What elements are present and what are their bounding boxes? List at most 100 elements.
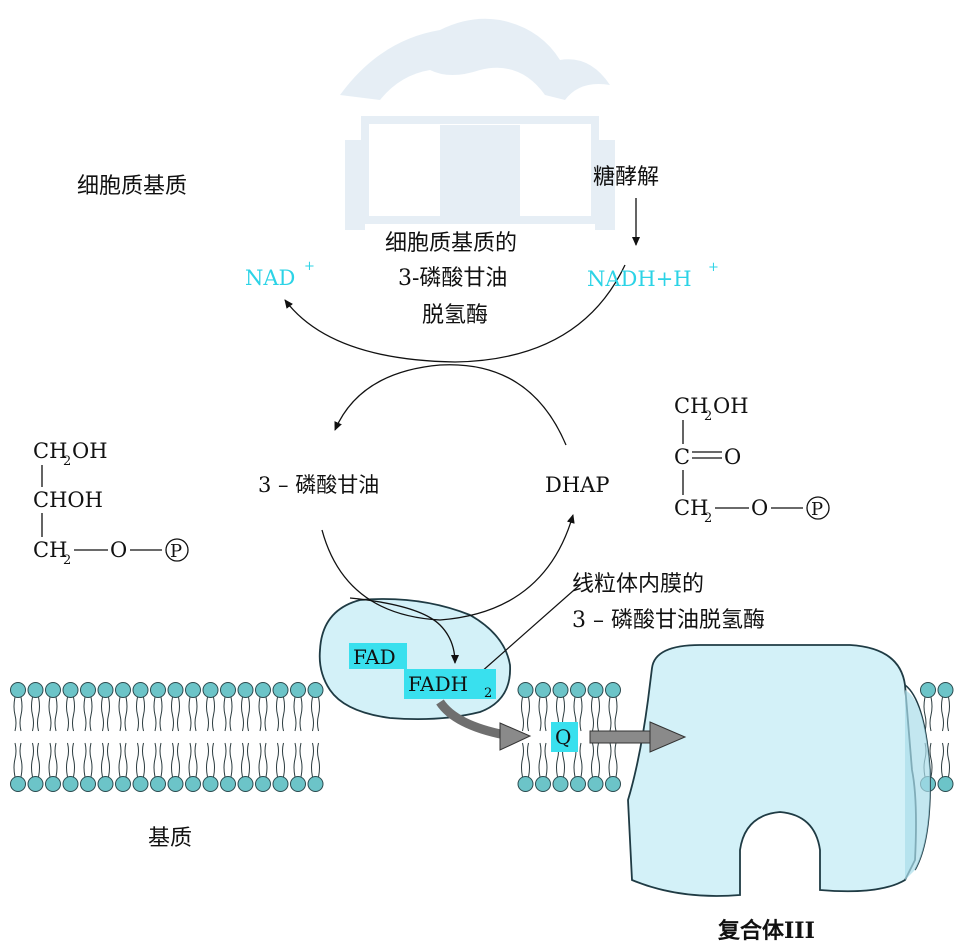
- lipid-head-outer: [290, 682, 306, 698]
- lipid-head-inner: [80, 776, 96, 792]
- lipid-tail-inner: [206, 742, 215, 778]
- lipid-tail-inner: [48, 742, 58, 778]
- nadh-superscript: +: [708, 260, 719, 275]
- lipid-head-outer: [255, 682, 271, 698]
- lipid-tail-inner: [153, 742, 163, 778]
- lipid-head-inner: [10, 776, 26, 792]
- lipid-tail-outer: [31, 696, 40, 732]
- lipid-head-outer: [167, 682, 184, 698]
- lipid-head-inner: [307, 776, 324, 792]
- lipid-tail-inner: [223, 742, 233, 778]
- complex-iii-protein: [627, 644, 931, 897]
- lipid-head-inner: [62, 776, 79, 792]
- lipid-head-inner: [290, 776, 306, 792]
- g3p-oxygen: O: [110, 538, 127, 562]
- lipid-tail-outer: [521, 696, 530, 732]
- lipid-head-inner: [132, 776, 149, 792]
- cyto-enzyme-label-1: 细胞质基质的: [385, 231, 517, 256]
- dhap-ch2oh-sub: 2: [704, 409, 712, 424]
- g3p-name-label: 3 – 磷酸甘油: [258, 473, 379, 497]
- lipid-head-outer: [552, 682, 569, 698]
- lipid-head-inner: [185, 776, 201, 792]
- lipid-tail-outer: [101, 696, 110, 732]
- lipid-tail-inner: [241, 742, 250, 778]
- lipid-tail-outer: [153, 696, 163, 732]
- lipid-head-outer: [307, 682, 324, 698]
- lipid-tail-outer: [83, 696, 93, 732]
- lipid-tail-outer: [13, 696, 23, 732]
- lipid-head-outer: [937, 682, 954, 698]
- lipid-tail-inner: [188, 742, 198, 778]
- lipid-head-inner: [605, 776, 621, 792]
- lipid-tail-inner: [118, 742, 128, 778]
- fadh2-subscript: 2: [484, 686, 492, 701]
- matrix-label: 基质: [148, 826, 192, 851]
- lipid-tail-inner: [591, 742, 600, 778]
- lipid-head-outer: [62, 682, 79, 698]
- dhap-ch2-ch: CH: [674, 496, 708, 520]
- lipid-head-outer: [220, 682, 236, 698]
- lipid-tail-inner: [293, 742, 303, 778]
- lipid-head-outer: [920, 682, 936, 698]
- cytosol-label: 细胞质基质: [77, 174, 187, 199]
- lipid-head-outer: [605, 682, 621, 698]
- fad-label: FAD: [353, 645, 396, 669]
- lipid-tail-inner: [608, 742, 618, 778]
- lipid-tail-outer: [923, 696, 933, 732]
- lipid-tail-inner: [66, 742, 75, 778]
- ubiquinone-label: Q: [555, 725, 571, 749]
- lipid-tail-inner: [13, 742, 23, 778]
- dhap-ch2oh-ch: CH: [674, 394, 708, 418]
- lipid-head-inner: [237, 776, 254, 792]
- lipid-head-outer: [185, 682, 201, 698]
- lipid-head-inner: [150, 776, 166, 792]
- nad-superscript: +: [304, 259, 315, 274]
- lipid-head-outer: [27, 682, 44, 698]
- lipid-head-inner: [255, 776, 271, 792]
- lipid-tail-outer: [538, 696, 548, 732]
- dhap-carbonyl-c: C: [674, 445, 690, 469]
- watermark-logo: [340, 18, 615, 230]
- lipid-tail-inner: [101, 742, 110, 778]
- lipid-tail-outer: [223, 696, 233, 732]
- lipid-head-inner: [272, 776, 289, 792]
- lipid-tail-outer: [941, 696, 950, 732]
- g3p-ch2-ch: CH: [33, 538, 67, 562]
- nad-label: NAD: [245, 266, 295, 290]
- fad-box: [349, 643, 407, 669]
- lipid-head-outer: [517, 682, 534, 698]
- lipid-tail-inner: [311, 742, 320, 778]
- cytosolic-cycle: [284, 264, 626, 446]
- g3p-structure: CH 2 OH CHOH CH 2 O P: [33, 439, 189, 568]
- cyto-enzyme-label-3: 脱氢酶: [422, 303, 488, 328]
- lipid-tail-outer: [188, 696, 198, 732]
- lipid-head-outer: [45, 682, 61, 698]
- lipid-tail-outer: [66, 696, 75, 732]
- lipid-tail-outer: [241, 696, 250, 732]
- lipid-tail-outer: [276, 696, 285, 732]
- nadh-label: NADH+H: [587, 267, 692, 291]
- lipid-tail-outer: [293, 696, 303, 732]
- lipid-tail-inner: [171, 742, 180, 778]
- lipid-tail-outer: [258, 696, 268, 732]
- lipid-tail-outer: [136, 696, 145, 732]
- lipid-head-inner: [45, 776, 61, 792]
- lipid-tail-inner: [276, 742, 285, 778]
- lipid-head-outer: [587, 682, 604, 698]
- g3p-ch2oh-sub: 2: [63, 454, 71, 469]
- lipid-head-inner: [570, 776, 586, 792]
- glycolysis-label: 糖酵解: [593, 165, 659, 190]
- g3p-choh: CHOH: [33, 488, 103, 512]
- g3p-ch2oh-ch: CH: [33, 439, 67, 463]
- fadh2-box: [404, 669, 496, 699]
- lipid-head-inner: [535, 776, 551, 792]
- lipid-head-inner: [517, 776, 534, 792]
- lipid-head-inner: [97, 776, 114, 792]
- lipid-tail-inner: [136, 742, 145, 778]
- g3p-phosphate: P: [170, 541, 182, 562]
- mito-enzyme-label-1: 线粒体内膜的: [572, 572, 704, 597]
- lipid-head-inner: [167, 776, 184, 792]
- lipid-head-outer: [535, 682, 551, 698]
- dhap-oxygen: O: [751, 496, 768, 520]
